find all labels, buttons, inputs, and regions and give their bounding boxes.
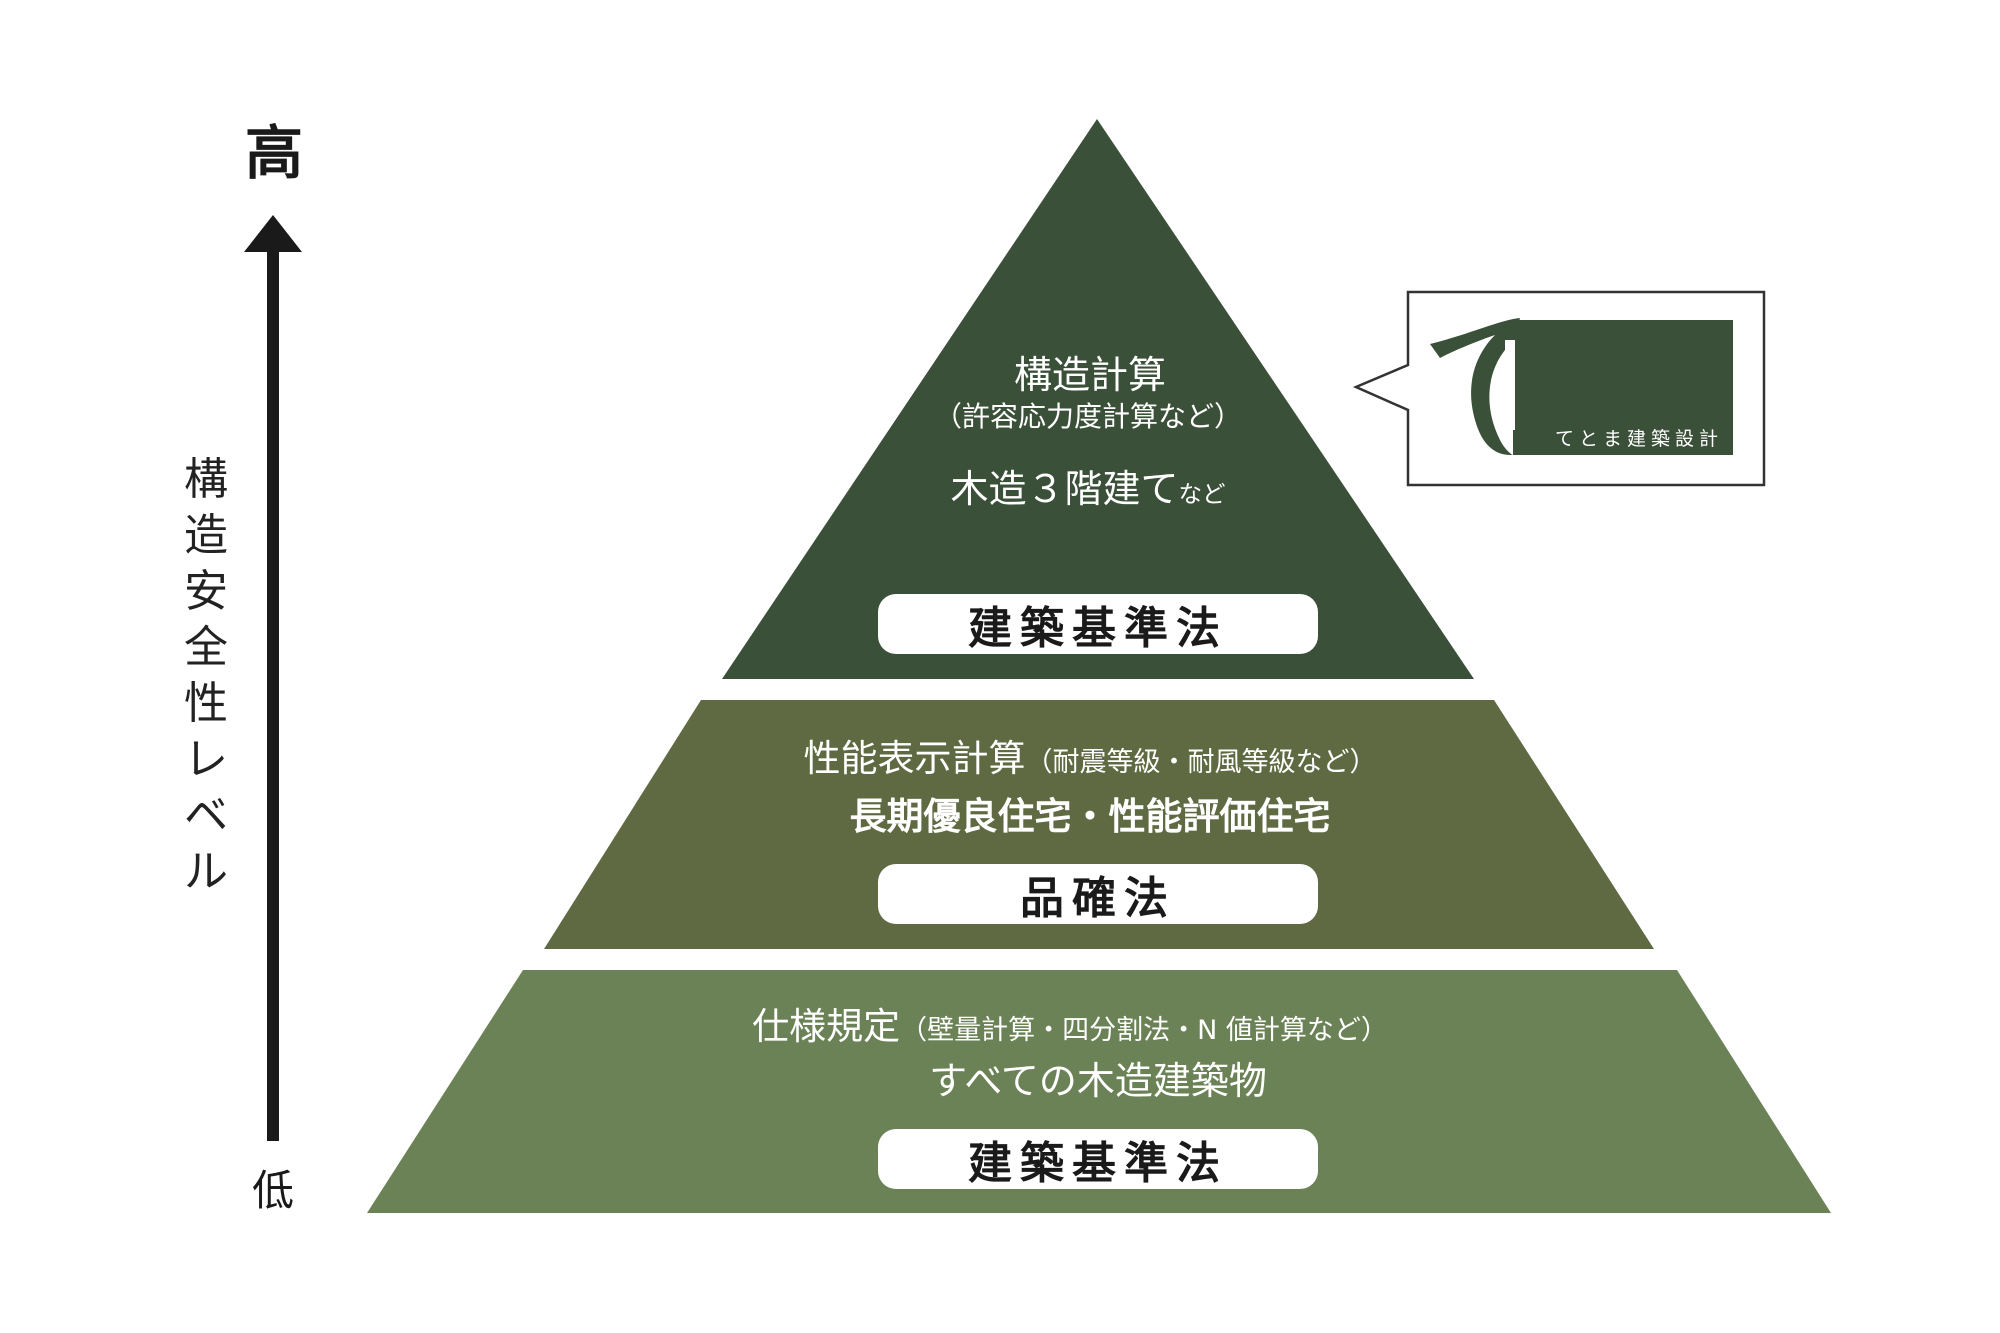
- tier-middle-heading: 性能表示計算（耐震等級・耐風等級など）: [804, 740, 1377, 777]
- tier-top-law-badge: 建築基準法: [878, 594, 1318, 654]
- tier-top-subtitle: （許容応力度計算など）: [933, 400, 1243, 433]
- tier-top-scope-main: 木造３階建て: [950, 467, 1179, 511]
- logo-company-name: てとま建築設計: [1555, 428, 1724, 450]
- level-high-label: 高: [245, 119, 304, 187]
- tier-bottom-title: 仕様規定: [752, 1005, 901, 1048]
- arrow-up-icon: [244, 215, 302, 1141]
- tier-bottom-heading: 仕様規定（壁量計算・四分割法・N 値計算など）: [752, 1008, 1388, 1045]
- tier-middle-scope: 長期優良住宅・性能評価住宅: [849, 795, 1331, 838]
- tier-middle-law-badge: 品確法: [878, 864, 1318, 924]
- tier-bottom-subtitle: （壁量計算・四分割法・N 値計算など）: [900, 1015, 1388, 1046]
- tier-middle-shape: [544, 700, 1654, 949]
- level-low-label: 低: [252, 1166, 295, 1215]
- tier-bottom-shape: [367, 970, 1831, 1213]
- axis-title-char: 安: [184, 566, 228, 617]
- axis-title-char: レ: [184, 734, 228, 785]
- tier-top-scope: 木造３階建てなど: [950, 470, 1225, 508]
- axis-title-char: ル: [184, 846, 228, 897]
- axis-title-char: 造: [184, 510, 228, 561]
- tier-bottom-scope: すべての木造建築物: [929, 1059, 1267, 1103]
- tier-top-shape: [722, 119, 1474, 679]
- tier-middle-title: 性能表示計算: [803, 737, 1026, 780]
- axis-title-char: 構: [184, 454, 228, 505]
- axis-title-char: 全: [184, 622, 228, 673]
- axis-title-char: ベ: [184, 790, 228, 841]
- tier-top-scope-suffix: など: [1178, 480, 1226, 508]
- tier-bottom-law-badge: 建築基準法: [878, 1129, 1318, 1189]
- structural-safety-level-label: 構 造 安 全 性 レ ベ ル: [183, 452, 229, 900]
- logo-mark: [1430, 318, 1733, 456]
- axis-title-char: 性: [184, 678, 228, 729]
- tier-top-title: 構造計算: [1013, 353, 1167, 397]
- tier-middle-subtitle: （耐震等級・耐風等級など）: [1025, 747, 1377, 778]
